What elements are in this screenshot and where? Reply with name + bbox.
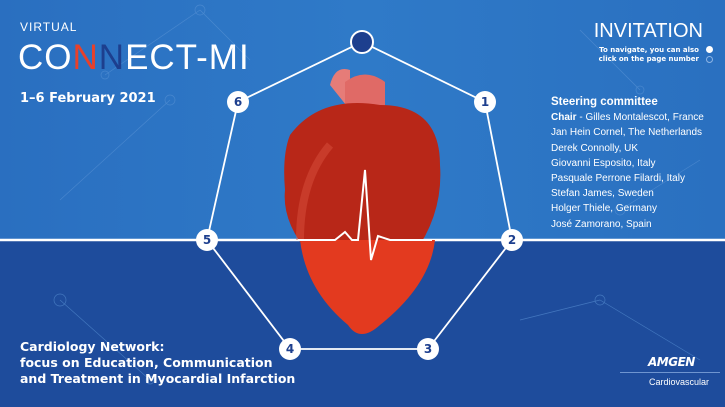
committee-member: José Zamorano, Spain: [551, 218, 652, 230]
sponsor-division: Cardiovascular: [649, 377, 710, 387]
page-node-3[interactable]: 3: [417, 338, 439, 360]
page-node-2[interactable]: 2: [501, 229, 523, 251]
page-number-dot-icon: [706, 46, 713, 53]
page-node-1[interactable]: 1: [474, 91, 496, 113]
logo-n-navy: N: [98, 38, 126, 77]
committee-heading: Steering committee: [551, 96, 658, 108]
page-title: INVITATION: [593, 20, 703, 42]
committee-member: Derek Connolly, UK: [551, 142, 639, 154]
committee-member: Jan Hein Cornel, The Netherlands: [551, 127, 703, 139]
hint-line-2: click on the page number: [598, 55, 699, 63]
chair-label: Chair: [551, 112, 577, 124]
hint-line-1: To navigate, you can also: [599, 46, 699, 54]
event-prefix: VIRTUAL: [20, 20, 78, 34]
page-node-4[interactable]: 4: [279, 338, 301, 360]
network-description: Cardiology Network: focus on Education, …: [20, 339, 295, 387]
event-logo: CONNECT-MI: [18, 38, 250, 78]
footer-line-1: Cardiology Network:: [20, 339, 165, 354]
logo-n-red: N: [72, 38, 99, 77]
committee-member: Stefan James, Sweden: [551, 188, 654, 200]
event-dates: 1–6 February 2021: [20, 91, 156, 106]
committee-member: Holger Thiele, Germany: [551, 203, 657, 215]
footer-line-3: and Treatment in Myocardial Infarction: [20, 371, 296, 386]
logo-part1: CO: [18, 38, 73, 77]
page-node-6[interactable]: 6: [227, 91, 249, 113]
divider: [620, 372, 720, 373]
page-node-5[interactable]: 5: [196, 229, 218, 251]
amgen-logo: AMGEN: [648, 355, 695, 369]
ring-icon: [706, 56, 713, 63]
footer-line-2: focus on Education, Communication: [20, 355, 273, 370]
logo-part2: ECT-MI: [125, 38, 250, 77]
committee-chair: Chair - Gilles Montalescot, France: [551, 110, 704, 125]
committee-member: Giovanni Esposito, Italy: [551, 157, 656, 169]
home-node[interactable]: [350, 30, 374, 54]
chair-name: - Gilles Montalescot, France: [576, 112, 704, 124]
steering-committee: Steering committee Chair - Gilles Montal…: [551, 95, 704, 232]
committee-member: Pasquale Perrone Filardi, Italy: [551, 173, 685, 185]
